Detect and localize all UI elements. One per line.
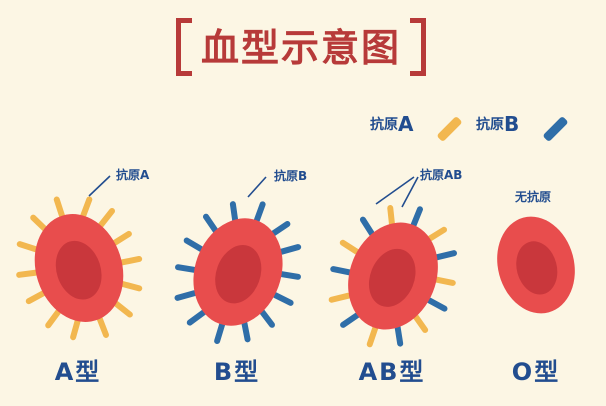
legend-antigen-b-letter: B [504, 112, 520, 136]
title-left-bracket [176, 18, 192, 76]
cell-ab [328, 205, 457, 348]
cell-b-center [215, 245, 262, 304]
diagram-title: 血型示意图 [200, 26, 401, 70]
cell-a-center [55, 240, 102, 300]
title-frame: 血型示意图 [176, 18, 426, 78]
cell-o [497, 216, 575, 314]
callout-a-label: 抗原A [116, 167, 150, 182]
cell-ab-antigens [328, 205, 457, 348]
callout-lines [88, 175, 419, 208]
callout-b-label: 抗原B [274, 168, 307, 183]
legend-antigen-b: 抗原B [476, 112, 569, 143]
callout-o-label: 无抗原 [514, 189, 551, 204]
callout-line-a [88, 175, 111, 197]
callout-line-ab-1 [375, 176, 415, 205]
cell-b [174, 201, 302, 345]
callout-ab-label: 抗原AB [420, 167, 462, 182]
cell-b-label: B型 [213, 358, 261, 386]
callout-line-b [247, 176, 267, 198]
cell-a-label: A型 [54, 358, 102, 386]
cell-ab-center [368, 248, 416, 307]
cell-b-antigens [174, 201, 302, 345]
callout-line-ab-2 [401, 176, 419, 208]
legend-antigen-a-letter: A [398, 112, 414, 136]
legend-antigen-a: 抗原A [370, 112, 463, 143]
legend-antigen-b-prefix: 抗原 [476, 117, 504, 133]
cell-a [16, 196, 143, 341]
cell-o-center [516, 241, 558, 295]
cell-a-antigens [16, 196, 143, 341]
legend-antigen-a-prefix: 抗原 [370, 117, 398, 133]
title-right-bracket [410, 18, 426, 76]
cell-ab-label: AB型 [358, 358, 426, 386]
cell-o-label: O型 [511, 358, 561, 386]
